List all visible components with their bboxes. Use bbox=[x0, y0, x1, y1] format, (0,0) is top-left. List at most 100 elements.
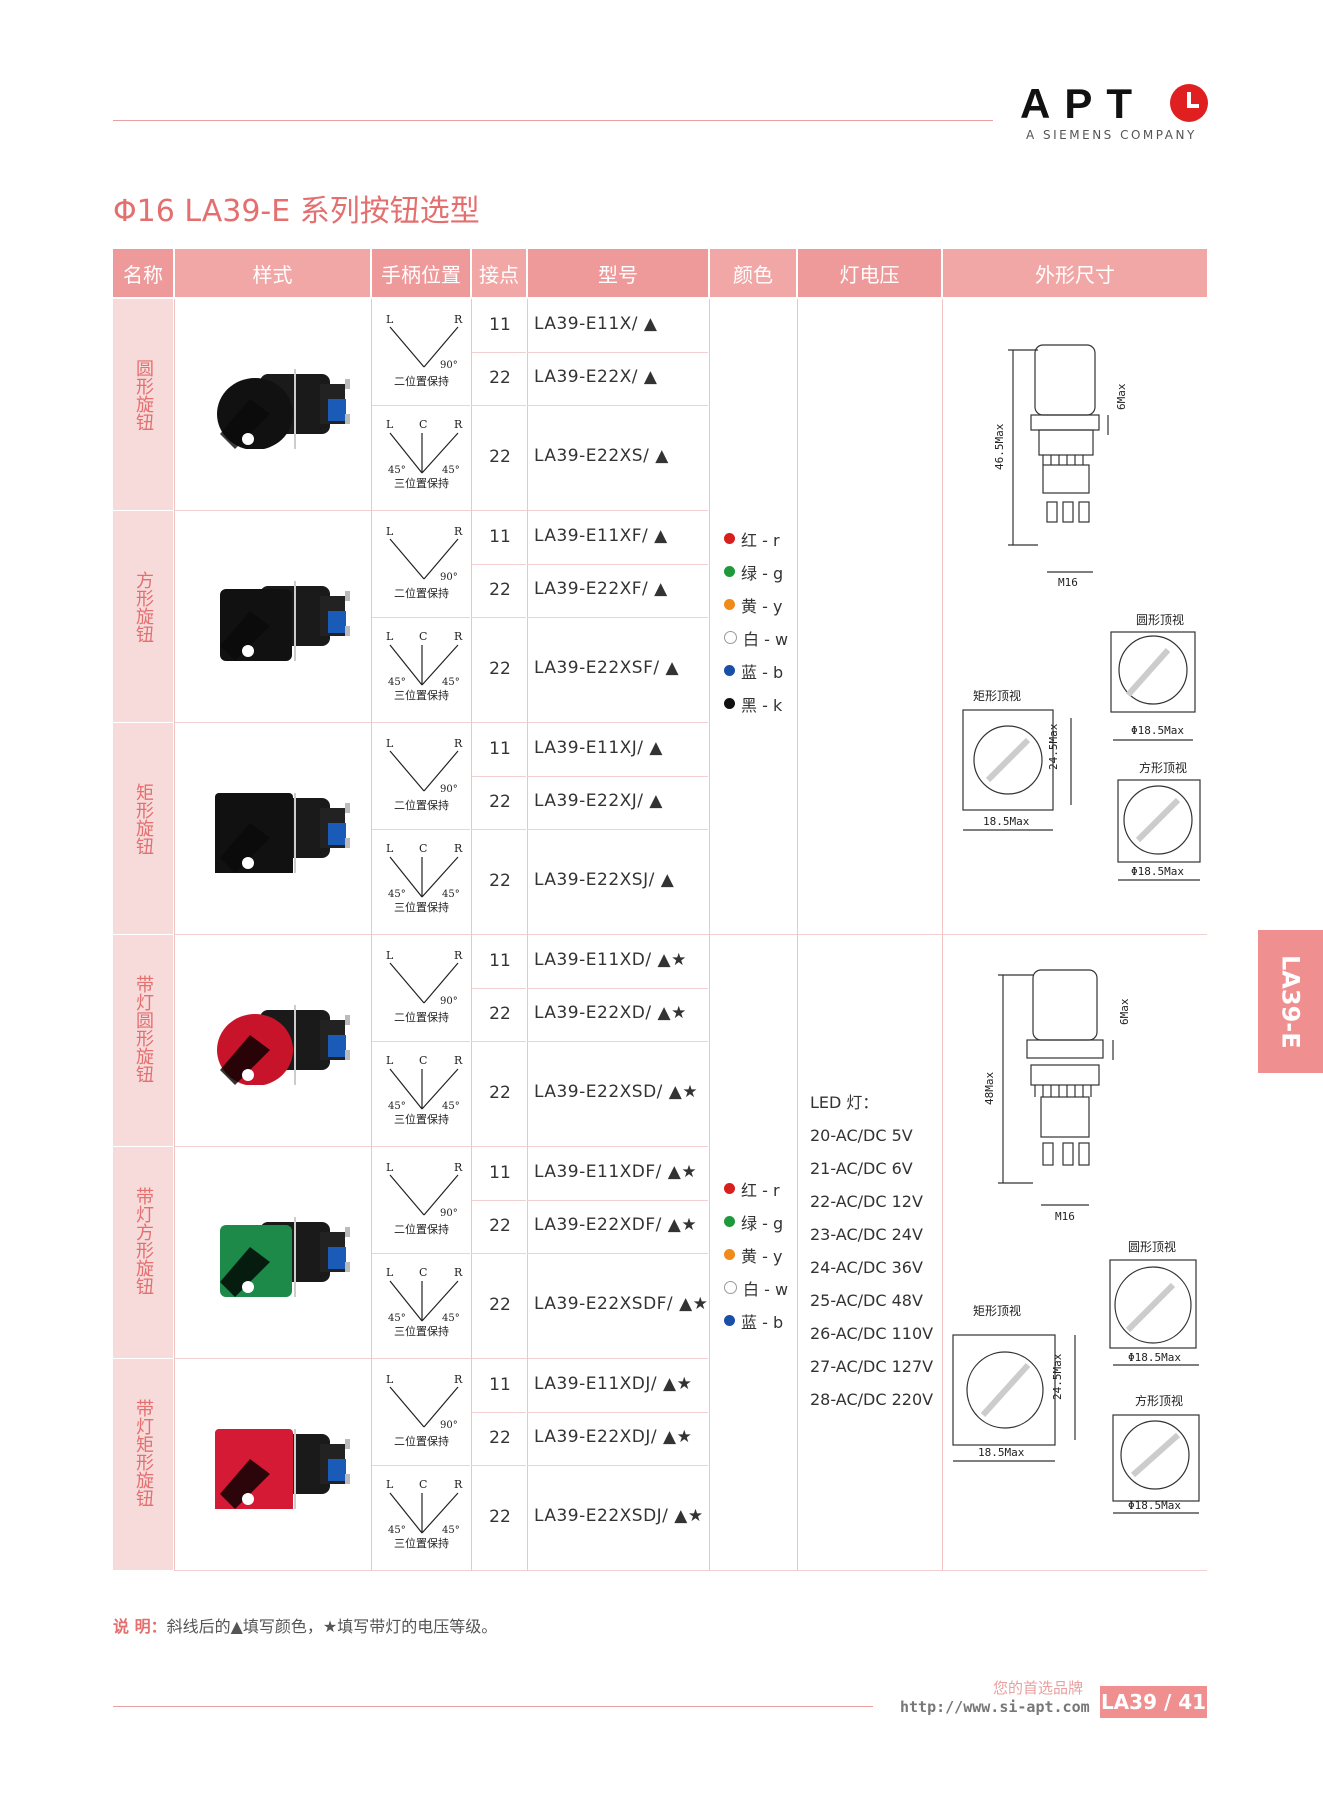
group-name: 带灯方形旋钮 bbox=[133, 1187, 154, 1295]
row-divider bbox=[528, 1041, 708, 1042]
svg-text:二位置保持: 二位置保持 bbox=[394, 374, 449, 388]
svg-text:90°: 90° bbox=[440, 1420, 458, 1431]
handle-divider bbox=[372, 1253, 470, 1254]
contact-count: 22 bbox=[489, 1215, 511, 1236]
voltage-option: 21-AC/DC 6V bbox=[810, 1159, 913, 1178]
row-divider bbox=[472, 405, 526, 406]
color-option: 蓝 - b bbox=[724, 1304, 788, 1337]
footer-slogan: 您的首选品牌 bbox=[993, 1679, 1084, 1697]
handle-divider bbox=[372, 829, 470, 830]
color-swatch-icon bbox=[724, 631, 737, 644]
group-name: 带灯圆形旋钮 bbox=[133, 975, 154, 1083]
header-contacts: 接点 bbox=[472, 249, 526, 297]
svg-text:R: R bbox=[454, 630, 463, 643]
group-name-cell bbox=[113, 1359, 173, 1570]
footnote: 说 明：斜线后的▲填写颜色，★填写带灯的电压等级。 bbox=[113, 1613, 497, 1637]
row-divider bbox=[472, 1412, 526, 1413]
contact-count: 11 bbox=[489, 526, 511, 547]
contact-count: 22 bbox=[489, 1003, 511, 1024]
dim-a-m16: M16 bbox=[1058, 576, 1078, 589]
column-divider bbox=[942, 299, 943, 1571]
contact-count: 22 bbox=[489, 1083, 511, 1103]
svg-text:三位置保持: 三位置保持 bbox=[394, 476, 449, 490]
svg-text:L: L bbox=[386, 1478, 394, 1491]
footer-url-link[interactable]: http://www.si-apt.com bbox=[900, 1698, 1090, 1716]
svg-text:45°: 45° bbox=[442, 1313, 460, 1324]
svg-text:三位置保持: 三位置保持 bbox=[394, 1536, 449, 1550]
svg-text:R: R bbox=[454, 313, 463, 326]
row-divider bbox=[472, 352, 526, 353]
color-label: 黄 - y bbox=[741, 596, 783, 616]
dim-a-square-diameter: Φ18.5Max bbox=[1131, 865, 1184, 878]
dim-a-round-label: 圆形顶视 bbox=[1136, 612, 1184, 627]
contact-count: 11 bbox=[489, 950, 511, 971]
header-handle: 手柄位置 bbox=[372, 249, 470, 297]
model-number: LA39-E11XDJ/ ▲★ bbox=[534, 1373, 693, 1394]
svg-text:L: L bbox=[386, 630, 394, 643]
product-photo bbox=[220, 1217, 350, 1297]
svg-text:45°: 45° bbox=[388, 1313, 406, 1324]
column-divider bbox=[174, 299, 175, 1571]
contact-count: 22 bbox=[489, 447, 511, 467]
group-name: 圆形旋钮 bbox=[133, 359, 154, 431]
handle-divider bbox=[372, 617, 470, 618]
product-photo bbox=[217, 1005, 350, 1085]
color-swatch-icon bbox=[724, 1315, 735, 1326]
color-label: 蓝 - b bbox=[741, 662, 784, 682]
svg-text:R: R bbox=[454, 1478, 463, 1491]
row-divider bbox=[528, 776, 708, 777]
svg-text:L: L bbox=[386, 1373, 394, 1386]
row-divider bbox=[528, 352, 708, 353]
contact-count: 22 bbox=[489, 1507, 511, 1527]
voltage-option: 24-AC/DC 36V bbox=[810, 1258, 923, 1277]
svg-text:三位置保持: 三位置保持 bbox=[394, 688, 449, 702]
voltage-option: 23-AC/DC 24V bbox=[810, 1225, 923, 1244]
svg-text:二位置保持: 二位置保持 bbox=[394, 1010, 449, 1024]
svg-text:L: L bbox=[386, 737, 394, 750]
handle-divider bbox=[372, 1041, 470, 1042]
svg-text:45°: 45° bbox=[388, 889, 406, 900]
product-photo bbox=[220, 581, 350, 661]
dim-a-height: 46.5Max bbox=[993, 423, 1006, 470]
header-color: 颜色 bbox=[710, 249, 796, 297]
row-divider bbox=[528, 829, 708, 830]
svg-text:L: L bbox=[386, 842, 394, 855]
dim-b-rect-height: 24.5Max bbox=[1051, 1353, 1064, 1400]
model-number: LA39-E22XSF/ ▲ bbox=[534, 658, 680, 678]
brand-logo: APT bbox=[1020, 80, 1146, 127]
dim-a-rect-label: 矩形顶视 bbox=[973, 688, 1021, 703]
color-swatch-icon bbox=[724, 665, 735, 676]
color-option: 黑 - k bbox=[724, 687, 788, 720]
model-number: LA39-E22XF/ ▲ bbox=[534, 578, 668, 599]
row-divider bbox=[472, 1200, 526, 1201]
row-divider bbox=[528, 1412, 708, 1413]
svg-text:R: R bbox=[454, 525, 463, 538]
group-name: 方形旋钮 bbox=[133, 571, 154, 643]
footer-divider bbox=[113, 1706, 873, 1707]
dim-b-m16: M16 bbox=[1055, 1210, 1075, 1223]
model-number: LA39-E11XJ/ ▲ bbox=[534, 737, 663, 758]
svg-text:三位置保持: 三位置保持 bbox=[394, 1112, 449, 1126]
dim-a-square-label: 方形顶视 bbox=[1139, 760, 1187, 775]
contact-count: 22 bbox=[489, 1295, 511, 1315]
color-label: 白 - w bbox=[743, 629, 789, 649]
row-divider bbox=[472, 829, 526, 830]
contact-count: 22 bbox=[489, 1427, 511, 1448]
svg-text:45°: 45° bbox=[388, 465, 406, 476]
row-divider bbox=[472, 1041, 526, 1042]
row-divider bbox=[528, 405, 708, 406]
model-number: LA39-E22XSD/ ▲★ bbox=[534, 1082, 699, 1102]
svg-text:45°: 45° bbox=[388, 1525, 406, 1536]
brand-subtitle: A SIEMENS COMPANY bbox=[1026, 128, 1197, 142]
row-divider bbox=[472, 1465, 526, 1466]
dim-b-square-label: 方形顶视 bbox=[1135, 1393, 1183, 1408]
color-label: 黄 - y bbox=[741, 1246, 783, 1266]
svg-text:L: L bbox=[386, 1266, 394, 1279]
dim-b-top: 6Max bbox=[1118, 998, 1131, 1025]
dim-a-round-diameter: Φ18.5Max bbox=[1131, 724, 1184, 737]
svg-text:R: R bbox=[454, 1054, 463, 1067]
